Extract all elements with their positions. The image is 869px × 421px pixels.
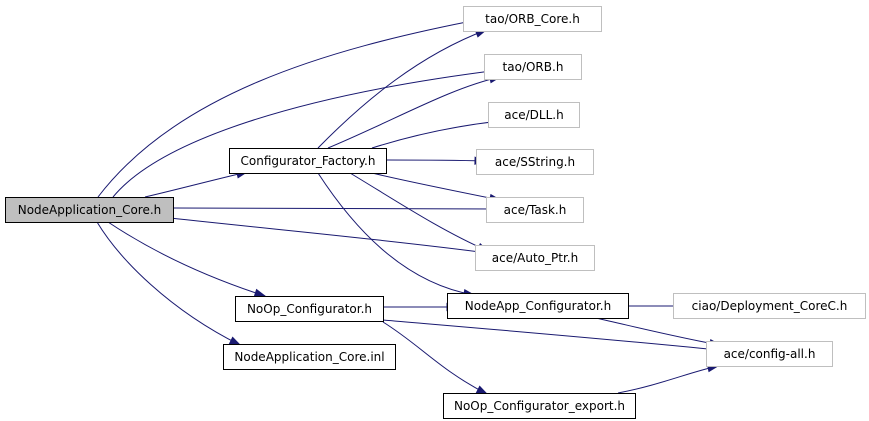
edge-noop_configurator_h-to-noop_configurator_export_h — [382, 321, 489, 395]
edge-line — [144, 171, 248, 198]
edge-nodeapp_core_h-to-tao_orb_h — [112, 67, 501, 198]
node-box — [463, 6, 602, 32]
edge-line — [96, 221, 241, 346]
edge-line — [169, 217, 489, 254]
node-label: NoOp_Configurator.h — [247, 302, 372, 316]
node-noop-configurator-export-h[interactable]: NoOp_Configurator_export.h — [443, 393, 636, 419]
node-label: tao/ORB_Core.h — [485, 12, 580, 26]
edge-configurator_factory_h-to-ace_task_h — [371, 172, 502, 203]
node-tao-orb-h: tao/ORB.h — [484, 54, 582, 80]
node-label: NoOp_Configurator_export.h — [454, 399, 625, 413]
edge-line — [172, 207, 500, 210]
edge-nodeapp_core_h-to-ace_task_h — [172, 204, 501, 214]
node-box — [673, 293, 866, 319]
node-box — [488, 102, 580, 128]
node-label: ace/config-all.h — [724, 347, 816, 361]
node-box — [706, 341, 833, 367]
node-configurator-factory-h[interactable]: Configurator_Factory.h — [229, 148, 387, 174]
node-label: ace/DLL.h — [504, 108, 563, 122]
edge-line — [385, 159, 486, 162]
node-ace-config-all-h: ace/config-all.h — [706, 341, 833, 367]
edge-line — [327, 76, 501, 149]
edge-line — [382, 321, 488, 395]
node-label: NodeApplication_Core.h — [18, 203, 162, 217]
node-label: NodeApp_Configurator.h — [465, 299, 611, 313]
node-ace-task-h: ace/Task.h — [486, 197, 584, 223]
node-box[interactable] — [223, 344, 396, 370]
edge-noop_configurator_h-to-nodeapp_configurator_h — [382, 302, 459, 312]
node-ace-auto-ptr-h: ace/Auto_Ptr.h — [475, 245, 595, 271]
edge-line — [595, 317, 721, 346]
edge-nodeapp_core_h-to-noop_configurator_h — [107, 221, 267, 297]
node-box — [476, 149, 594, 175]
node-label: ciao/Deployment_CoreC.h — [692, 299, 848, 313]
arrowhead-icon — [228, 336, 242, 346]
node-nodeapp-core-h[interactable]: NodeApplication_Core.h — [5, 197, 174, 223]
edge-line — [349, 172, 489, 252]
edge-line — [112, 69, 500, 198]
edge-line — [382, 319, 719, 351]
node-label: ace/SString.h — [495, 155, 575, 169]
edge-configurator_factory_h-to-tao_orb_h — [327, 75, 502, 149]
edge-line — [107, 221, 266, 297]
edge-nodeapp_core_h-to-ace_auto_ptr_h — [169, 217, 490, 256]
edge-configurator_factory_h-to-nodeapp_configurator_h — [317, 172, 476, 298]
node-ciao-deployment-corec-h: ciao/Deployment_CoreC.h — [673, 293, 866, 319]
node-tao-orb-core-h: tao/ORB_Core.h — [463, 6, 602, 32]
arrowhead-icon — [253, 288, 267, 297]
edge-nodeapp_core_h-to-nodeapp_core_inl — [96, 221, 242, 346]
edge-nodeapp_core_h-to-configurator_factory_h — [144, 170, 249, 198]
edge-layer — [96, 16, 722, 395]
edge-noop_configurator_export_h-to-ace_config_all_h — [617, 364, 720, 394]
arrowhead-icon — [475, 385, 489, 395]
node-box[interactable] — [229, 148, 387, 174]
edge-line — [371, 172, 501, 201]
node-nodeapp-configurator-h[interactable]: NodeApp_Configurator.h — [447, 293, 629, 319]
node-box — [484, 54, 582, 80]
node-ace-dll-h: ace/DLL.h — [488, 102, 580, 128]
edge-line — [371, 120, 501, 149]
node-nodeapp-core-inl[interactable]: NodeApplication_Core.inl — [223, 344, 396, 370]
node-box[interactable] — [443, 393, 636, 419]
edge-configurator_factory_h-to-ace_dll_h — [371, 117, 502, 149]
node-box — [486, 197, 584, 223]
edge-line — [317, 29, 487, 149]
edge-nodeapp_configurator_h-to-ace_config_all_h — [595, 317, 722, 348]
edge-noop_configurator_h-to-ace_config_all_h — [382, 319, 720, 354]
node-noop-configurator-h[interactable]: NoOp_Configurator.h — [235, 296, 384, 322]
node-label: ace/Auto_Ptr.h — [492, 251, 578, 265]
edge-line — [317, 172, 475, 296]
node-layer: NodeApplication_Core.h Configurator_Facto… — [5, 6, 866, 419]
edge-line — [97, 18, 483, 198]
node-box[interactable] — [235, 296, 384, 322]
node-label: ace/Task.h — [504, 203, 567, 217]
node-box[interactable] — [5, 197, 174, 223]
node-box[interactable] — [447, 293, 629, 319]
edge-configurator_factory_h-to-ace_sstring_h — [385, 156, 487, 165]
node-label: Configurator_Factory.h — [241, 154, 376, 168]
edge-line — [617, 365, 719, 394]
node-label: tao/ORB.h — [503, 60, 564, 74]
node-label: NodeApplication_Core.inl — [234, 350, 384, 364]
node-ace-sstring-h: ace/SString.h — [476, 149, 594, 175]
node-box — [475, 245, 595, 271]
